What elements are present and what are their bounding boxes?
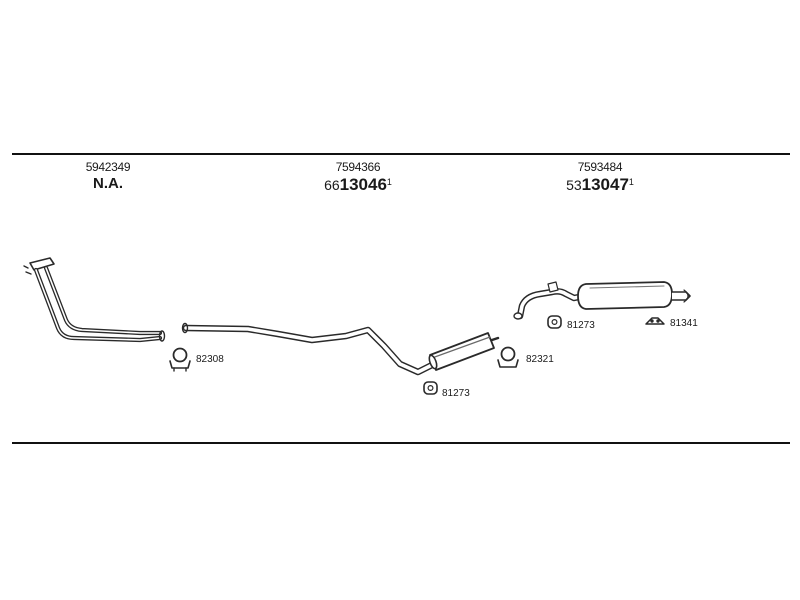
intermediate-pipe-drawing [181, 322, 438, 376]
reference-main: 13046 [339, 175, 387, 194]
centre-silencer-drawing [428, 332, 500, 371]
reference-number: 66130461 [318, 175, 398, 195]
rubber-mount-middle-drawing [423, 381, 438, 395]
front-downpipe-drawing [23, 257, 166, 343]
hanger-rear-drawing [645, 317, 665, 325]
part-number: 7593484 [577, 160, 623, 174]
reference-number: N.A. [78, 175, 138, 193]
reference-prefix: 66 [324, 177, 340, 193]
reference-sup: 1 [628, 177, 634, 187]
section-rear-silencer: 7593484 53130471 [560, 160, 640, 195]
reference-main: N.A. [93, 175, 123, 192]
reference-prefix: 53 [566, 177, 582, 193]
label-rubber-rear: 81273 [567, 320, 595, 331]
part-number: 5942349 [85, 160, 131, 174]
label-clamp-middle: 82321 [526, 354, 554, 365]
label-clamp-front: 82308 [196, 354, 224, 365]
section-middle-silencer: 7594366 66130461 [318, 160, 398, 195]
rubber-mount-rear-drawing [547, 315, 562, 329]
part-number: 7594366 [335, 160, 381, 174]
label-rubber-middle: 81273 [442, 388, 470, 399]
clamp-front-drawing [169, 347, 191, 372]
clamp-middle-drawing [497, 346, 519, 368]
label-hanger-rear: 81341 [670, 318, 698, 329]
reference-main: 13047 [581, 175, 629, 194]
bottom-rule [12, 442, 790, 444]
reference-number: 53130471 [560, 175, 640, 195]
rear-silencer-drawing [513, 281, 691, 320]
top-rule [12, 153, 790, 155]
section-front-pipe: 5942349 N.A. [78, 160, 138, 193]
reference-sup: 1 [386, 177, 392, 187]
